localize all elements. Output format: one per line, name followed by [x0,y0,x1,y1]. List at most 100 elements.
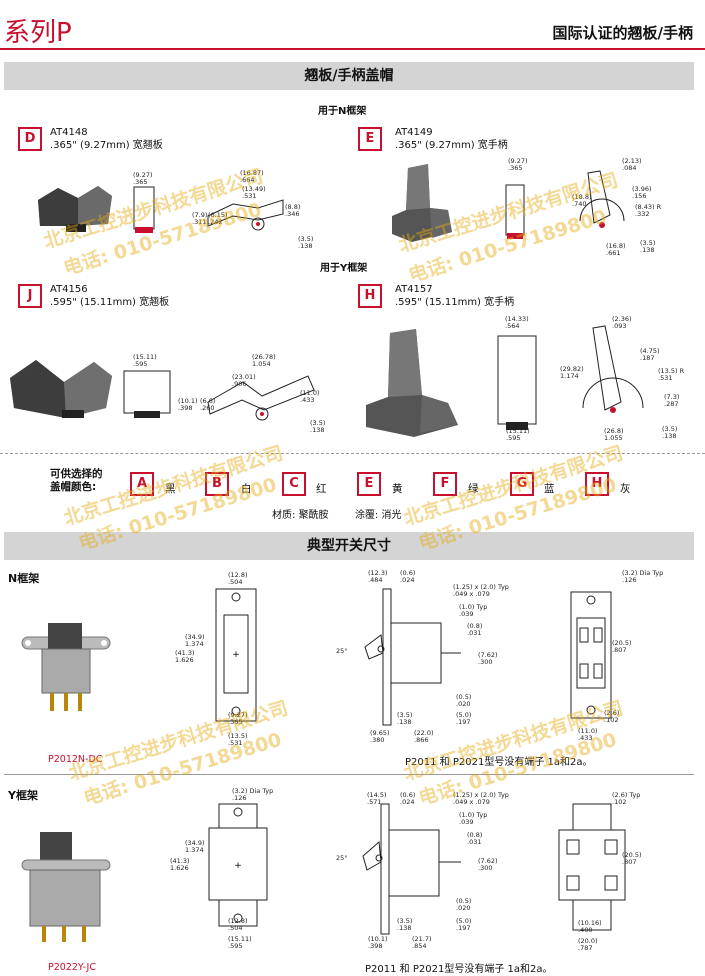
svg-text:+: + [234,861,242,871]
dim-label: (2.13) .084 [622,157,642,172]
series-title: 系列P [4,18,72,48]
color-code-h: H [585,472,609,496]
rocker-cap-j-image [10,360,112,418]
handle-cap-h-image [366,329,458,437]
cap-part-desc: .595" (15.11mm) 宽翘板 [50,297,170,308]
dim-label: (3.5) .138 [397,711,413,726]
n-frame-side-drawing [364,588,461,726]
cap-code-j: J [18,284,42,308]
dim-label: 25° [336,647,348,655]
dim-label: (3.5) .138 [298,235,314,250]
color-name-red: 红 [316,483,327,495]
dim-label: (3.5) .138 [397,917,413,932]
n-frame-bottom-drawing [570,591,612,719]
dim-label: (6.6) .260 [200,397,216,412]
dim-label: (8.43) R .332 [635,203,662,218]
cap-part-number: AT4148 [50,127,88,138]
cap-code-e: E [358,127,382,151]
cap-part-number: AT4156 [50,284,88,295]
cap-code-h: H [358,284,382,308]
dim-label: (0.6) .024 [400,791,416,806]
dim-label: (3.2) Dia Typ .126 [622,569,664,584]
dim-label: (14.33) .564 [505,315,529,330]
dim-label: 25° [336,854,348,862]
page-title: 国际认证的翘板/手柄 [552,24,693,42]
dim-label: (15.11) .595 [506,427,530,442]
y-frame-switch-photo [21,832,111,942]
dim-label: (0.8) .031 [467,622,483,637]
dim-label: (10.16) .400 [578,919,602,934]
rocker-cap-d-side-view [207,199,284,231]
color-label-line2: 盖帽颜色: [50,481,97,493]
color-name-blue: 蓝 [544,483,555,495]
dim-label: (26.78) 1.054 [252,353,276,368]
y-frame-model: P2022Y-JC [48,962,96,973]
dim-label: (22.0) .866 [414,729,434,744]
cap-part-number: AT4149 [395,127,433,138]
y-frame-subtitle: 用于Y框架 [320,263,368,274]
dim-label: (0.5) .020 [456,693,472,708]
dim-label: (13.49) .531 [242,185,266,200]
dim-label: (0.5) .020 [456,897,472,912]
dim-label: (10.1) .398 [368,935,388,950]
dim-label: (3.5) .138 [310,419,326,434]
y-frame-side-drawing [362,803,461,935]
color-name-black: 黑 [165,483,176,495]
dim-label: (12.8) .504 [228,917,248,932]
section-switch-title: 典型开关尺寸 [4,532,694,560]
color-code-f: F [433,472,457,496]
dim-label: (20.0) .787 [578,937,598,952]
dim-label: (41.3) 1.626 [170,857,190,872]
cap-part-h: AT4157 .595" (15.11mm) 宽手柄 [395,283,514,309]
cap-part-desc: .365" (9.27mm) 宽翘板 [50,140,163,151]
handle-cap-e-side-view [579,170,625,228]
color-name-gray: 灰 [620,483,631,495]
dim-label: (3.5) .138 [662,425,678,440]
dim-label: (3.2) Dia Typ .126 [232,787,274,802]
material-value: 聚酰胺 [298,510,329,521]
dim-label: (1.25) x (2.0) Typ .049 x .079 [453,583,509,598]
dim-label: (1.25) x (2.0) Typ .049 x .079 [453,791,509,806]
dim-label: (26.8) 1.055 [604,427,624,442]
dim-label: (7.62) .300 [478,651,498,666]
color-code-c: C [282,472,306,496]
color-options-label: 可供选择的 盖帽颜色: [50,468,103,494]
handle-cap-e-image [392,164,452,242]
dim-label: (15.11) .595 [228,935,252,950]
dim-label: (5.0) .197 [456,711,472,726]
dim-label: (2.6) Typ .102 [612,791,641,806]
dim-label: (8.8) .346 [285,203,301,218]
dim-label: (1.0) Typ .039 [459,811,488,826]
dim-label: (2.36) .093 [612,315,632,330]
svg-text:+: + [232,650,240,660]
cap-part-desc: .595" (15.11mm) 宽手柄 [395,297,515,308]
cap-code-d: D [18,127,42,151]
rocker-cap-d-front-view [133,186,155,233]
handle-cap-h-front-view [497,335,537,430]
dim-label: (7.3) .287 [664,393,680,408]
n-frame-model: P2012N-DC [48,754,103,765]
n-frame-note: P2011 和 P2021型号没有端子 1a和2a。 [405,757,593,768]
n-frame-subtitle: 用于N框架 [318,106,367,117]
dim-label: (16.87) .664 [240,169,264,184]
color-code-b: B [205,472,229,496]
dim-label: (34.9) 1.374 [185,633,205,648]
dim-label: (7.62) .300 [478,857,498,872]
dim-label: (23.01) .906 [232,373,256,388]
rocker-cap-j-side-view [207,375,315,421]
dim-label: (34.9) 1.374 [185,839,205,854]
dim-label: (14.5) .571 [367,791,387,806]
finish-label: 涂覆: [354,510,379,521]
dim-label: (20.5) .807 [612,639,632,654]
color-name-yellow: 黄 [392,483,403,495]
dim-label: (9.27) .365 [133,171,153,186]
handle-cap-e-front-view [505,184,525,239]
dim-label: (12.3) .484 [368,569,388,584]
dim-label: (9.27) .365 [508,157,528,172]
n-frame-switch-photo [21,623,111,711]
dim-label: (21.7) .854 [412,935,432,950]
section-caps-title: 翘板/手柄盖帽 [4,62,694,90]
dim-label: (4.75) .187 [640,347,660,362]
cap-part-number: AT4157 [395,284,433,295]
dim-label: (15.11) .595 [133,353,157,368]
